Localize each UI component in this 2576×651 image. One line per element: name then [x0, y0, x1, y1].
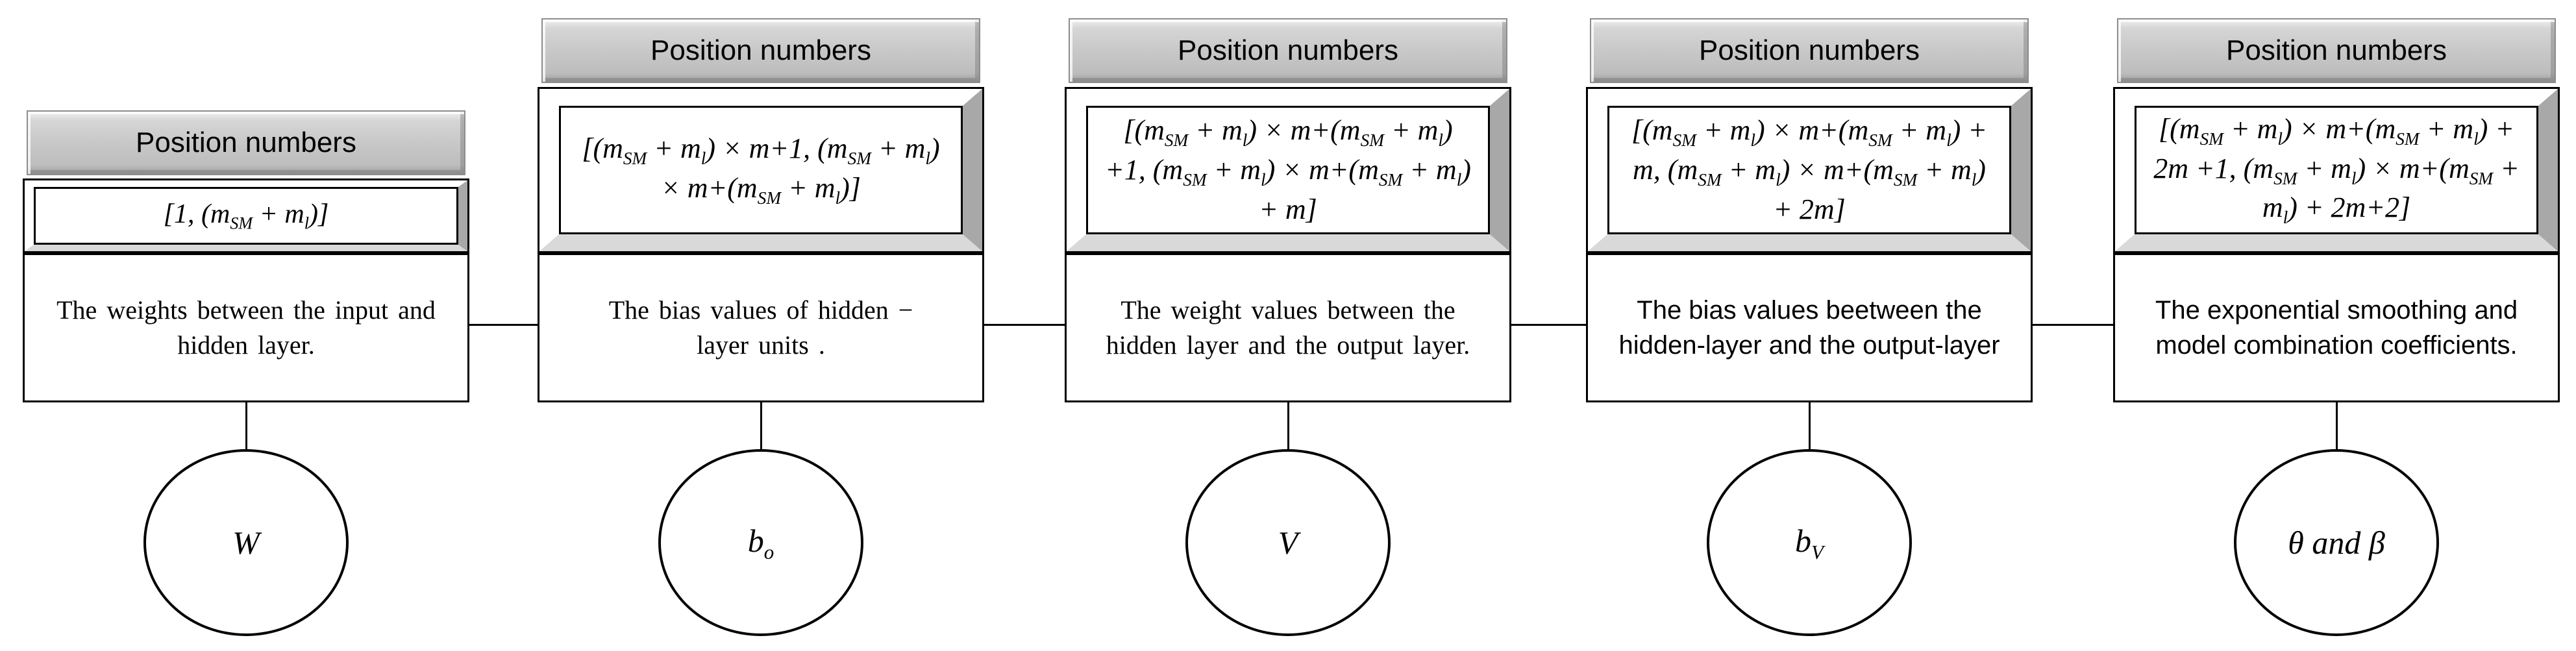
connector-stub	[1287, 402, 1289, 450]
description-box: The weights between the input and hidden…	[23, 253, 469, 402]
description-box: The bias values beetween the hidden-laye…	[1586, 253, 2033, 402]
position-numbers-label: Position numbers	[1699, 34, 1920, 66]
position-numbers-header: Position numbers	[1069, 18, 1507, 83]
column-weights-W: Position numbers [1, (mSM + ml)] The wei…	[23, 0, 469, 651]
variable-circle: bV	[1707, 449, 1912, 636]
variable-label: θ and β	[2288, 524, 2385, 561]
connector-stub	[1809, 402, 1811, 450]
bevel-frame: [(mSM + ml) × m+(mSM + ml) +1, (mSM + ml…	[1067, 89, 1509, 251]
description-text: The bias values beetween the hidden-laye…	[1618, 296, 2000, 360]
bevel-frame: [1, (mSM + ml)]	[25, 180, 467, 251]
bevel-frame: [(mSM + ml) × m+(mSM + ml) + m, (mSM + m…	[1588, 89, 2031, 251]
description-box: The bias values of hidden − layer units …	[538, 253, 984, 402]
description-box: The exponential smoothing and model comb…	[2113, 253, 2560, 402]
position-range-formula: [(mSM + ml) × m+(mSM + ml) +1, (mSM + ml…	[1105, 114, 1471, 225]
position-range-box: [1, (mSM + ml)]	[23, 178, 469, 253]
connector-line	[2033, 324, 2113, 326]
position-range-box: [(mSM + ml) × m+(mSM + ml) +1, (mSM + ml…	[1065, 87, 1511, 253]
position-range-formula: [(mSM + ml) × m+(mSM + ml) + m, (mSM + m…	[1631, 114, 1987, 225]
description-text: The weights between the input and hidden…	[56, 295, 436, 360]
connector-stub	[245, 402, 247, 450]
position-numbers-label: Position numbers	[1178, 34, 1398, 66]
connector-line	[469, 324, 538, 326]
column-output-bias-bV: Position numbers [(mSM + ml) × m+(mSM + …	[1586, 0, 2033, 651]
position-numbers-header: Position numbers	[27, 110, 465, 175]
connector-line	[984, 324, 1065, 326]
variable-circle: V	[1185, 449, 1391, 636]
position-numbers-label: Position numbers	[136, 127, 356, 158]
position-numbers-label: Position numbers	[2226, 34, 2447, 66]
bevel-frame: [(mSM + ml) × m+1, (mSM + ml) × m+(mSM +…	[539, 89, 982, 251]
position-range-formula: [(mSM + ml) × m+1, (mSM + ml) × m+(mSM +…	[582, 132, 940, 208]
variable-label: bo	[747, 522, 774, 563]
column-hidden-bias-bo: Position numbers [(mSM + ml) × m+1, (mSM…	[538, 0, 984, 651]
bevel-frame: [(mSM + ml) × m+(mSM + ml) + 2m +1, (mSM…	[2115, 89, 2558, 251]
position-range-formula: [1, (mSM + ml)]	[163, 199, 329, 233]
position-range-box: [(mSM + ml) × m+(mSM + ml) + 2m +1, (mSM…	[2113, 87, 2560, 253]
position-range-formula: [(mSM + ml) × m+(mSM + ml) + 2m +1, (mSM…	[2153, 112, 2520, 228]
connector-stub	[2336, 402, 2338, 450]
description-box: The weight values between the hidden lay…	[1065, 253, 1511, 402]
variable-circle: θ and β	[2234, 449, 2439, 636]
position-numbers-header: Position numbers	[541, 18, 980, 83]
description-text: The exponential smoothing and model comb…	[2155, 296, 2518, 360]
position-numbers-label: Position numbers	[650, 34, 871, 66]
variable-label: V	[1278, 524, 1298, 561]
position-range-box: [(mSM + ml) × m+(mSM + ml) + m, (mSM + m…	[1586, 87, 2033, 253]
position-numbers-header: Position numbers	[1590, 18, 2029, 83]
description-text: The bias values of hidden − layer units …	[608, 295, 913, 360]
position-numbers-header: Position numbers	[2117, 18, 2556, 83]
description-text: The weight values between the hidden lay…	[1106, 295, 1470, 360]
variable-circle: bo	[658, 449, 863, 636]
column-output-weights-V: Position numbers [(mSM + ml) × m+(mSM + …	[1065, 0, 1511, 651]
variable-label: W	[232, 524, 260, 561]
connector-stub	[760, 402, 762, 450]
connector-line	[1511, 324, 1586, 326]
variable-label: bV	[1795, 522, 1824, 563]
column-smoothing-coefficients: Position numbers [(mSM + ml) × m+(mSM + …	[2113, 0, 2560, 651]
variable-circle: W	[143, 449, 349, 636]
position-range-box: [(mSM + ml) × m+1, (mSM + ml) × m+(mSM +…	[538, 87, 984, 253]
